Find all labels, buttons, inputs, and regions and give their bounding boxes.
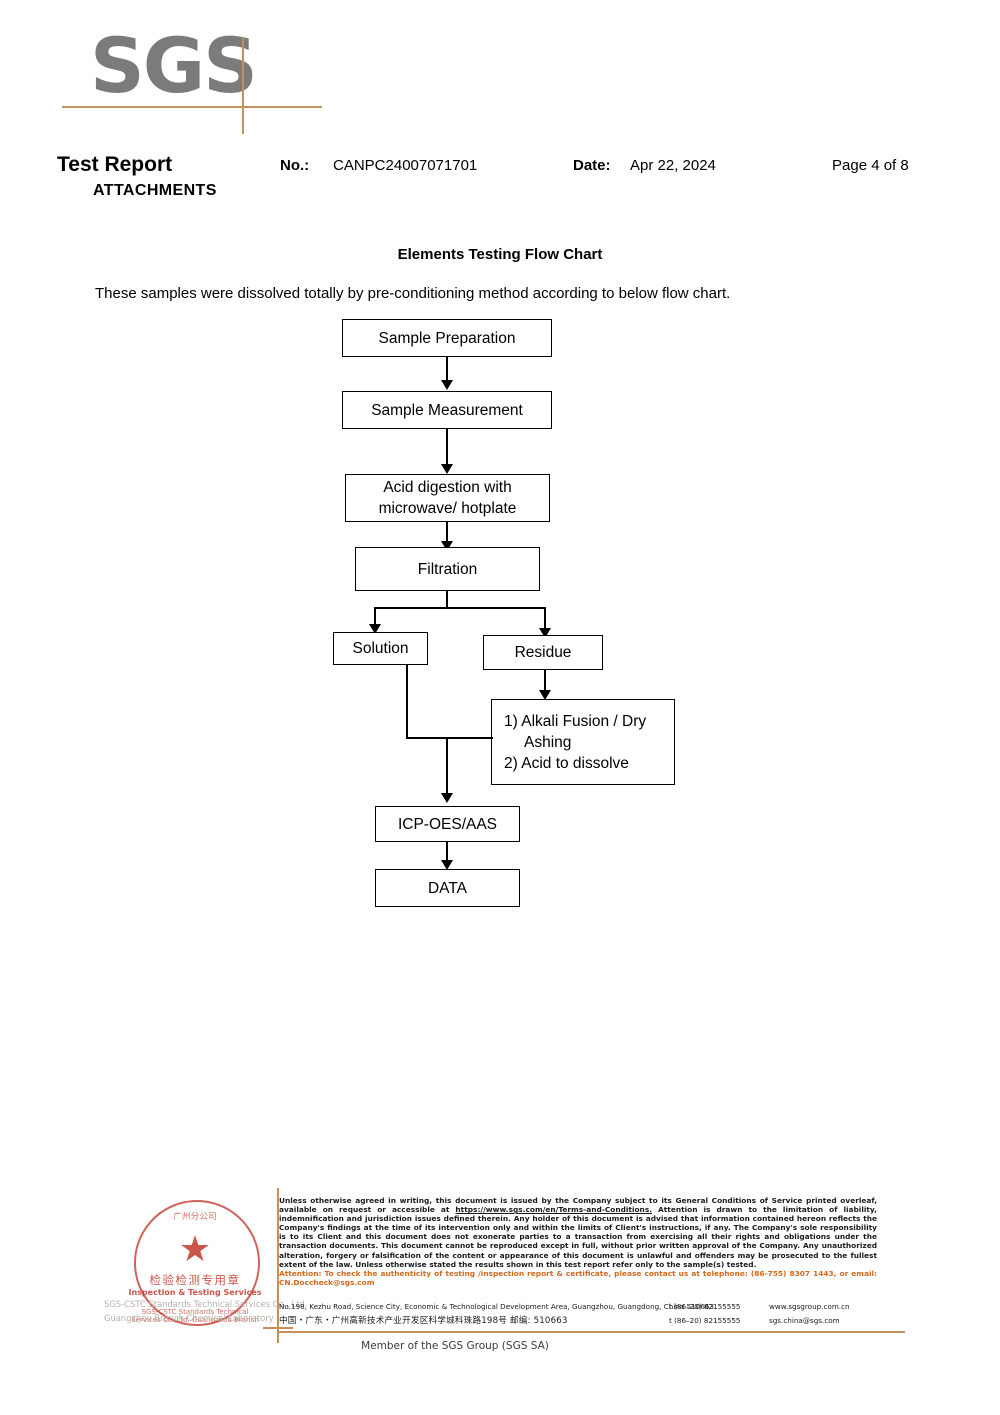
edge-residue-to-alkali xyxy=(544,670,546,694)
page-title: Test Report xyxy=(57,153,173,176)
edge-solution-down xyxy=(406,665,408,739)
legal-text-part-1: Unless otherwise agreed in writing, this… xyxy=(279,1196,877,1215)
page-subtitle: ATTACHMENTS xyxy=(93,182,217,199)
flow-node-sample-measurement: Sample Measurement xyxy=(342,391,552,429)
flow-node-data: DATA xyxy=(375,869,520,907)
edge-icp-to-data xyxy=(446,842,448,864)
edge-measurement-to-digestion xyxy=(446,429,448,466)
arrow-filtration-to-solution xyxy=(369,624,381,634)
telephone-2: t (86–20) 82155555 xyxy=(669,1316,741,1325)
address-english: No.198, Kezhu Road, Science City, Econom… xyxy=(279,1302,715,1311)
edge-merge-to-icp xyxy=(446,737,448,797)
edge-filtration-to-residue xyxy=(544,607,546,631)
stamp-chinese-text: 检验检测专用章 xyxy=(149,1273,241,1287)
telephone-1: t (86–20) 82155555 xyxy=(669,1302,741,1311)
arrow-filtration-to-residue xyxy=(539,628,551,638)
arrow-icp-to-data xyxy=(441,860,453,870)
flow-node-label: 1) Alkali Fusion / Dry Ashing 2) Acid to… xyxy=(504,711,668,774)
flow-node-label: Filtration xyxy=(417,560,478,578)
flow-node-solution: Solution xyxy=(333,632,428,665)
acid-digestion-line-1: Acid digestion with xyxy=(383,479,512,496)
arrow-measurement-to-digestion xyxy=(441,464,453,474)
report-date-value: Apr 22, 2024 xyxy=(630,157,716,174)
flow-node-label: ICP-OES/AAS xyxy=(397,815,498,833)
flow-node-icp-oes-aas: ICP-OES/AAS xyxy=(375,806,520,842)
report-meta-row: No.: CANPC24007071701 Date: Apr 22, 2024… xyxy=(280,157,940,181)
footer-contact-row-cn: 中国・广东・广州高新技术产业开发区科学城科珠路198号 邮编: 510663 t… xyxy=(279,1314,899,1328)
sgs-logo-text: SGS xyxy=(90,21,258,110)
website-link[interactable]: www.sgsgroup.com.cn xyxy=(769,1302,850,1311)
arrow-merge-to-icp xyxy=(441,793,453,803)
legal-disclaimer: Unless otherwise agreed in writing, this… xyxy=(279,1196,877,1287)
flow-node-residue: Residue xyxy=(483,635,603,670)
legal-text-part-2: Attention is drawn to the limitation of … xyxy=(279,1205,877,1269)
address-chinese: 中国・广东・广州高新技术产业开发区科学城科珠路198号 邮编: 510663 xyxy=(279,1316,568,1326)
flow-node-filtration: Filtration xyxy=(355,547,540,591)
footer-contact-row-en: No.198, Kezhu Road, Science City, Econom… xyxy=(279,1300,899,1314)
edge-filtration-to-solution xyxy=(374,607,376,627)
flow-node-label: Residue xyxy=(514,644,572,661)
page-number-label: Page 4 of 8 xyxy=(832,157,909,174)
acid-digestion-line-2: microwave/ hotplate xyxy=(378,500,517,517)
section-title: Elements Testing Flow Chart xyxy=(0,246,1000,263)
report-date-label: Date: xyxy=(573,157,611,174)
inspection-stamp: 广州分公司 ★ 检验检测专用章 Inspection & Testing Ser… xyxy=(126,1195,265,1334)
laboratory-name-line-1: SGS-CSTC Standards Technical Services Co… xyxy=(104,1299,308,1309)
edge-merge-bar xyxy=(406,737,493,739)
logo-vertical-rule xyxy=(242,38,244,134)
stamp-arc-top-text: 广州分公司 xyxy=(173,1212,217,1222)
footer-horizontal-rule xyxy=(277,1331,905,1333)
attention-notice: Attention: To check the authenticity of … xyxy=(279,1268,877,1287)
edge-prep-to-measurement xyxy=(446,357,448,382)
laboratory-name-line-2: Guangzhou Branch Chemical Laboratory xyxy=(104,1313,274,1323)
edge-filtration-stem xyxy=(446,591,448,609)
terms-and-conditions-link[interactable]: https://www.sgs.com/en/Terms-and-Conditi… xyxy=(455,1205,653,1215)
alkali-line-3: 2) Acid to dissolve xyxy=(504,754,629,772)
flow-node-label: Sample Measurement xyxy=(371,401,523,419)
flow-node-acid-digestion: Acid digestion with microwave/ hotplate xyxy=(345,474,550,522)
flow-node-sample-preparation: Sample Preparation xyxy=(342,319,552,357)
arrow-prep-to-measurement xyxy=(441,380,453,390)
arrow-residue-to-alkali xyxy=(539,690,551,700)
stamp-arc-bottom-text: SGS-CSTC Standards Technical Services Co… xyxy=(131,1308,259,1324)
alkali-line-2: Ashing xyxy=(524,733,572,751)
report-title-block: Test Report ATTACHMENTS xyxy=(57,152,317,200)
flow-node-label: Solution xyxy=(352,640,409,657)
flow-node-label: Sample Preparation xyxy=(378,329,516,347)
alkali-line-1: 1) Alkali Fusion / Dry xyxy=(504,712,647,730)
stamp-english-text: Inspection & Testing Services xyxy=(128,1288,262,1297)
intro-paragraph: These samples were dissolved totally by … xyxy=(95,285,731,302)
edge-digestion-to-filtration xyxy=(446,522,448,544)
footer-contact-block: No.198, Kezhu Road, Science City, Econom… xyxy=(279,1300,899,1328)
laboratory-name: SGS-CSTC Standards Technical Services Co… xyxy=(104,1297,308,1325)
section-title-text: Elements Testing Flow Chart xyxy=(397,246,603,263)
footer-vertical-divider xyxy=(277,1188,279,1343)
flow-node-label: DATA xyxy=(427,879,468,897)
flow-node-alkali-fusion: 1) Alkali Fusion / Dry Ashing 2) Acid to… xyxy=(491,699,675,785)
flow-node-label: Acid digestion with microwave/ hotplate xyxy=(352,477,543,519)
elements-testing-flow-chart: Sample Preparation Sample Measurement Ac… xyxy=(333,319,675,907)
arrow-digestion-to-filtration xyxy=(441,541,453,551)
footer-cross-mark xyxy=(263,1327,293,1329)
email-link[interactable]: sgs.china@sgs.com xyxy=(769,1316,840,1325)
logo-horizontal-rule xyxy=(62,106,322,108)
star-icon: ★ xyxy=(178,1228,212,1269)
sgs-group-member-line: Member of the SGS Group (SGS SA) xyxy=(361,1340,549,1352)
sgs-logo: SGS xyxy=(62,21,322,134)
report-no-label: No.: xyxy=(280,157,310,174)
report-no-value: CANPC24007071701 xyxy=(333,157,478,174)
edge-filtration-split-bar xyxy=(374,607,546,609)
